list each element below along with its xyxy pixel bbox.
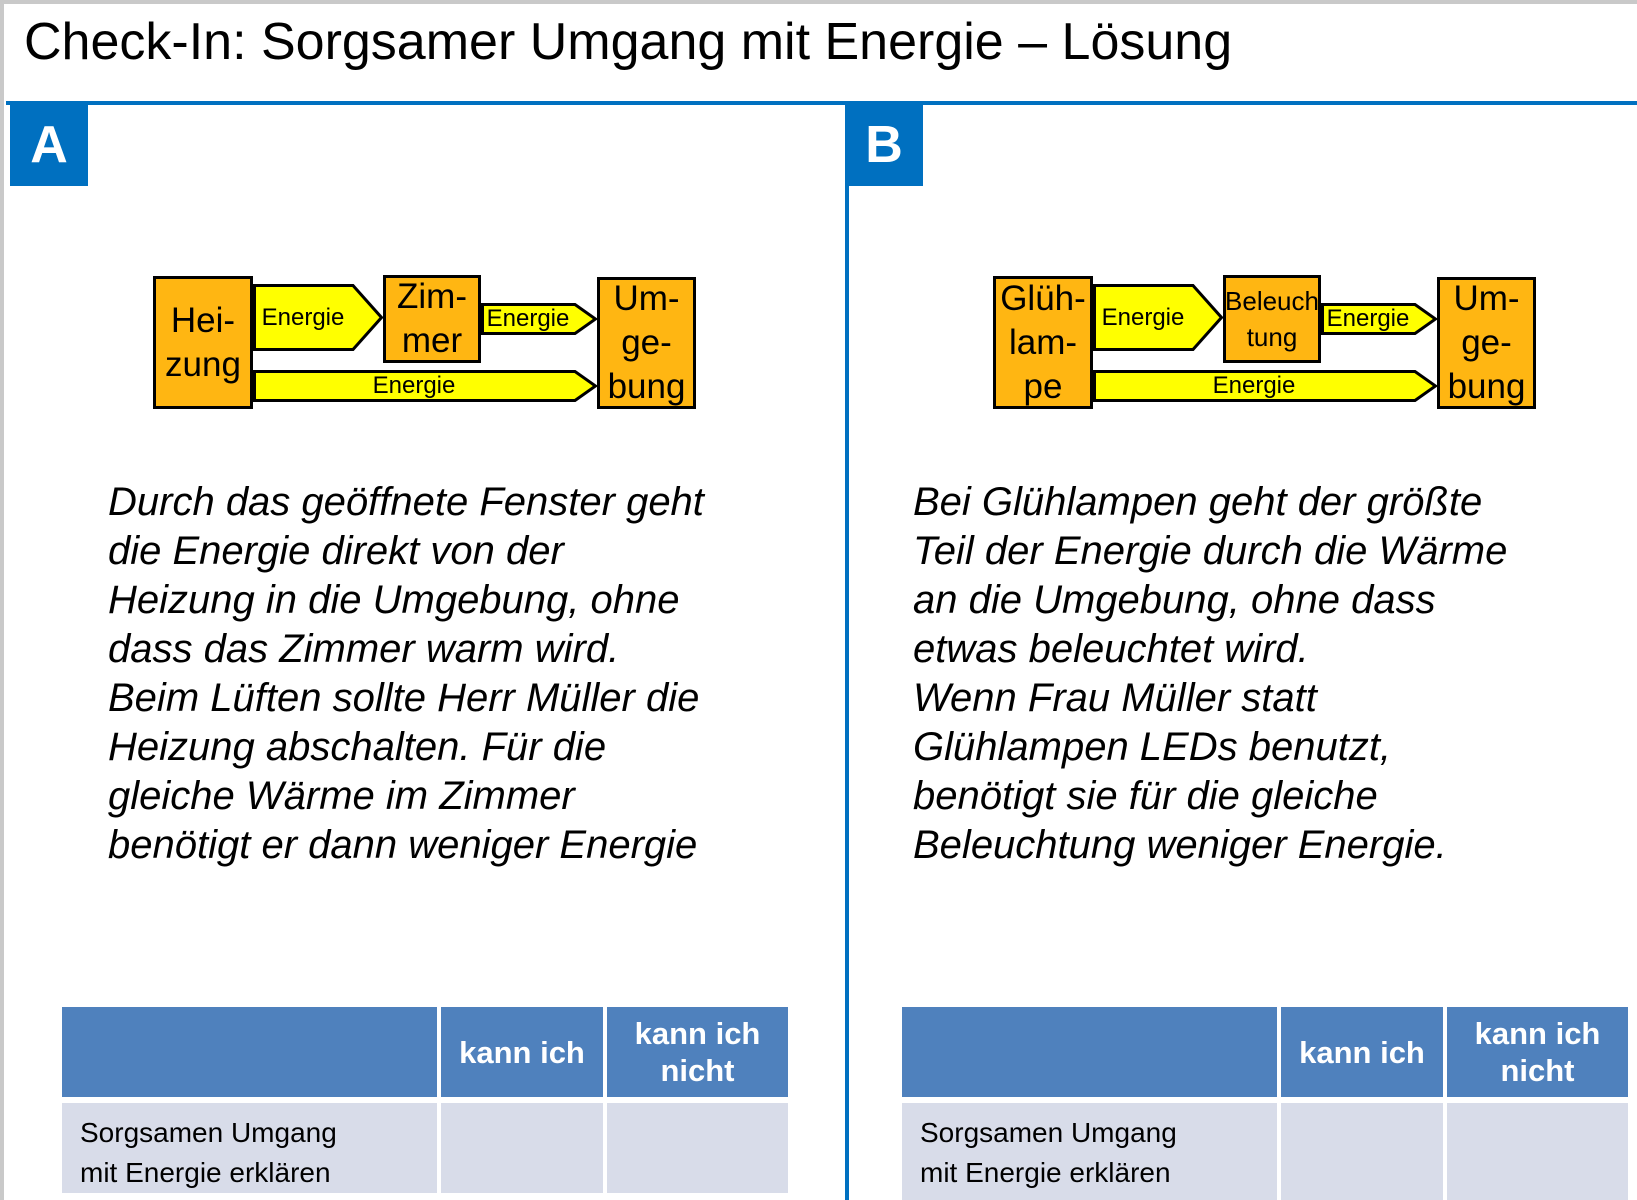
diagram-sink-box: Um- ge- bung bbox=[597, 277, 696, 409]
title-divider-line bbox=[6, 101, 1637, 105]
table-header-kann-ich-nicht: kann ich nicht bbox=[1447, 1007, 1628, 1097]
diagram-middle-box: Beleuch tung bbox=[1223, 275, 1321, 363]
solution-text: Bei Glühlampen geht der größte Teil der … bbox=[913, 480, 1508, 867]
energy-arrow-middle-to-sink: Energie bbox=[481, 303, 597, 335]
table-cell-kann-ich bbox=[1281, 1103, 1443, 1200]
energy-arrow-middle-to-sink: Energie bbox=[1321, 303, 1437, 335]
energy-arrow-source-to-sink: Energie bbox=[1093, 370, 1437, 402]
energy-arrow-label: Energie bbox=[486, 305, 570, 332]
self-check-table: kann ich kann ich nicht Sorgsamen Umgang… bbox=[902, 1007, 1628, 1200]
energy-arrow-source-to-middle: Energie bbox=[1093, 284, 1223, 351]
diagram-source-box: Glüh- lam- pe bbox=[993, 276, 1093, 409]
table-row-label: Sorgsamen Umgang mit Energie erklären bbox=[902, 1103, 1277, 1200]
table-header-kann-ich-nicht: kann ich nicht bbox=[607, 1007, 788, 1097]
energy-arrow-source-to-sink: Energie bbox=[253, 370, 597, 402]
self-check-table: kann ich kann ich nicht Sorgsamen Umgang… bbox=[62, 1007, 788, 1193]
energy-arrow-icon bbox=[1321, 303, 1437, 335]
energy-arrow-icon bbox=[481, 303, 597, 335]
energy-arrow-icon bbox=[253, 370, 597, 402]
panel-b-badge: B bbox=[845, 104, 923, 186]
panel-b: B Glüh- lam- pe Energie Beleuch tung Ene… bbox=[840, 0, 1637, 1200]
table-cell-kann-ich-nicht bbox=[1447, 1103, 1628, 1200]
diagram-middle-box: Zim- mer bbox=[383, 275, 481, 363]
page-title: Check-In: Sorgsamer Umgang mit Energie –… bbox=[24, 13, 1233, 71]
energy-arrow-source-to-middle: Energie bbox=[253, 284, 383, 351]
table-header-empty bbox=[902, 1007, 1277, 1097]
panel-a-badge: A bbox=[10, 104, 88, 186]
energy-arrow-label: Energie bbox=[1212, 372, 1296, 399]
window-top-edge bbox=[0, 0, 1637, 4]
diagram-source-box: Hei- zung bbox=[153, 276, 253, 409]
solution-text: Durch das geöffnete Fenster geht die Ene… bbox=[108, 480, 704, 867]
energy-arrow-icon bbox=[253, 284, 383, 351]
table-header-empty bbox=[62, 1007, 437, 1097]
panel-divider-line bbox=[845, 101, 849, 1200]
energy-arrow-label: Energie bbox=[1326, 305, 1410, 332]
table-cell-kann-ich-nicht bbox=[607, 1103, 788, 1193]
diagram-sink-box: Um- ge- bung bbox=[1437, 277, 1536, 409]
energy-arrow-label: Energie bbox=[1101, 303, 1185, 331]
table-header-kann-ich: kann ich bbox=[1281, 1007, 1443, 1097]
table-row-label: Sorgsamen Umgang mit Energie erklären bbox=[62, 1103, 437, 1193]
window-left-edge bbox=[0, 0, 4, 1200]
energy-arrow-label: Energie bbox=[261, 303, 345, 331]
energy-arrow-icon bbox=[1093, 284, 1223, 351]
energy-arrow-icon bbox=[1093, 370, 1437, 402]
energy-arrow-label: Energie bbox=[372, 372, 456, 399]
table-header-kann-ich: kann ich bbox=[441, 1007, 603, 1097]
table-cell-kann-ich bbox=[441, 1103, 603, 1193]
panel-a: A Hei- zung Energie Zim- mer Energie Um-… bbox=[0, 0, 797, 1200]
